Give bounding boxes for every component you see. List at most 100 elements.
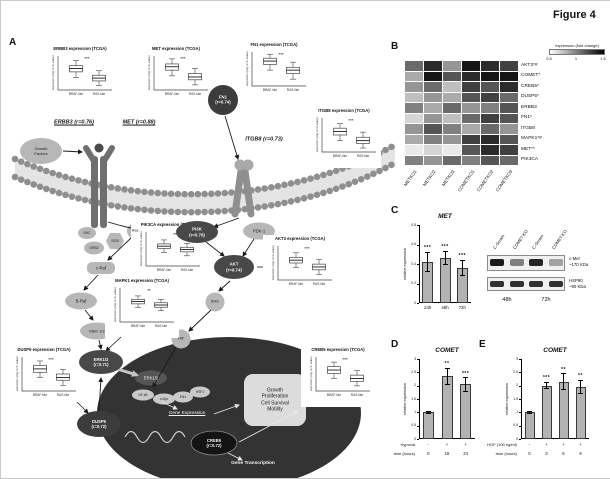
heatmap-cell bbox=[443, 92, 461, 102]
sos-node bbox=[106, 233, 124, 249]
error-cap bbox=[442, 264, 448, 266]
panel-d-label: D bbox=[391, 339, 399, 350]
boxplot-ylabel: expression (log norm value) bbox=[51, 55, 55, 90]
boxplot-significance: *** bbox=[48, 357, 54, 362]
boxplot-category-label: RAS-like bbox=[357, 154, 370, 158]
legend-tick: 0.5 bbox=[546, 56, 552, 61]
heatmap-cell bbox=[405, 82, 423, 92]
heatmap-cell bbox=[462, 82, 480, 92]
treatment-row-value: - bbox=[528, 442, 531, 447]
boxplot-significance: *** bbox=[342, 357, 348, 362]
heatmap-cell bbox=[443, 113, 461, 123]
boxplot-category-label: BRAF-like bbox=[33, 393, 48, 397]
protein-band bbox=[509, 259, 524, 266]
heatmap-cell bbox=[481, 103, 499, 113]
cell-membrane bbox=[15, 145, 395, 213]
chart-title: COMET bbox=[435, 347, 459, 354]
heatmap-cell bbox=[405, 71, 423, 81]
figure-title: Figure 4 bbox=[553, 9, 596, 21]
heatmap-cell bbox=[405, 113, 423, 123]
significance-label: *** bbox=[542, 375, 551, 382]
error-cap bbox=[561, 373, 566, 375]
protein-band bbox=[548, 259, 563, 266]
boxplot-significance: ** bbox=[147, 288, 151, 293]
ytick-mark bbox=[519, 399, 521, 400]
heatmap-gene-label: PIK3CA bbox=[521, 157, 539, 162]
ytick-label: 0 bbox=[516, 436, 518, 441]
legend-tick: 1 bbox=[574, 56, 578, 61]
boxplot-axes bbox=[315, 357, 370, 392]
heatmap-cell bbox=[405, 145, 423, 155]
heatmap-cell bbox=[462, 155, 480, 165]
boxplot-significance: *** bbox=[304, 246, 310, 251]
ytick-mark bbox=[417, 385, 419, 387]
boxplot-ylabel: expression (log norm value) bbox=[15, 356, 19, 391]
ytick-mark bbox=[417, 412, 419, 414]
boxplot-category-label: BRAF-like bbox=[69, 92, 84, 96]
heatmap-cell bbox=[443, 155, 461, 165]
boxplot-category-label: RAS-like bbox=[351, 393, 364, 397]
treatment-row-value: 3 bbox=[545, 451, 548, 456]
error-cap bbox=[544, 388, 549, 390]
boxplot-axes bbox=[21, 357, 76, 392]
heatmap-gene-label: COMET* bbox=[521, 73, 541, 78]
panel-a-label: A bbox=[9, 37, 17, 48]
mapk1-erk-connector bbox=[105, 336, 122, 352]
growth-factors-blob bbox=[20, 138, 62, 164]
boxplot-title: CREB5 expression (TCGA) bbox=[311, 347, 365, 352]
heatmap-cell bbox=[481, 124, 499, 134]
error-cap bbox=[425, 410, 431, 412]
error-cap bbox=[463, 377, 469, 379]
braf-node bbox=[65, 292, 97, 310]
boxplot-axes bbox=[153, 56, 208, 91]
heatmap-gene-label: MAPK1*# bbox=[521, 136, 542, 141]
ytick-label: 1.5 bbox=[513, 396, 518, 401]
pi3k-blob bbox=[176, 221, 218, 243]
heatmap-cell bbox=[462, 71, 480, 81]
error-bar bbox=[446, 368, 448, 385]
dna-strand bbox=[124, 430, 186, 444]
significance-label: *** bbox=[423, 245, 432, 252]
boxplot-ylabel: expression (log norm value) bbox=[271, 245, 275, 280]
heatmap-cell bbox=[462, 61, 480, 71]
treatment-row-label: Hypoxia bbox=[400, 442, 415, 447]
panel-e-label: E bbox=[479, 339, 486, 350]
heatmap-cell bbox=[481, 145, 499, 155]
heatmap-gene-label: MET** bbox=[521, 146, 535, 152]
ytick-label: 0.5 bbox=[411, 423, 416, 428]
boxplot-significance: *** bbox=[278, 52, 284, 57]
ytick-label: 0 bbox=[414, 436, 416, 441]
treatment-row-value: + bbox=[579, 442, 582, 447]
boxplot-axes bbox=[119, 288, 174, 323]
legend-gradient-bar bbox=[549, 49, 605, 55]
error-cap bbox=[578, 379, 583, 381]
boxplot-ylabel: expression (log norm value) bbox=[113, 287, 117, 322]
heatmap-cell bbox=[424, 145, 442, 155]
boxplot-category-label: BRAF-like bbox=[131, 324, 146, 328]
boxplot-ylabel: expression (log norm value) bbox=[245, 51, 249, 86]
heatmap-cell bbox=[462, 134, 480, 144]
heatmap-cell bbox=[424, 71, 442, 81]
bar-category-label: 48h bbox=[441, 305, 449, 310]
panel-b-label: B bbox=[391, 41, 399, 52]
heatmap-cell bbox=[443, 124, 461, 134]
heatmap-cell bbox=[443, 82, 461, 92]
heatmap-cell bbox=[443, 61, 461, 71]
error-cap bbox=[527, 413, 532, 415]
ytick-mark bbox=[417, 399, 419, 400]
ytick-mark bbox=[417, 264, 419, 265]
boxplot-category-label: BRAF-like bbox=[263, 88, 278, 92]
boxplot-ylabel: expression (log norm value) bbox=[139, 231, 143, 266]
error-cap bbox=[425, 271, 431, 273]
ytick-label: 0 bbox=[414, 300, 416, 305]
ikks-node bbox=[205, 292, 225, 312]
ytick-label: 1 bbox=[414, 410, 416, 415]
boxplot-category-label: RAS-like bbox=[93, 92, 106, 96]
ytick-label: 2.5 bbox=[411, 370, 416, 375]
significance-label: *** bbox=[461, 370, 470, 377]
boxplot-category-label: RAS-like bbox=[155, 324, 168, 328]
